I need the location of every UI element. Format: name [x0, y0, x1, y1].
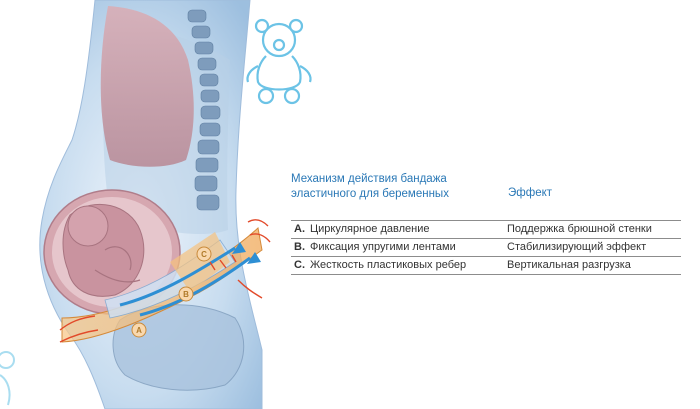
teddy-bear-partial-icon — [0, 351, 15, 406]
row-effect: Поддержка брюшной стенки — [507, 223, 652, 235]
legend-row-a: A. Циркулярное давление Поддержка брюшно… — [291, 220, 681, 238]
row-letter: B. — [294, 241, 305, 253]
legend-row-c: C. Жесткость пластиковых ребер Вертикаль… — [291, 256, 681, 275]
row-effect: Стабилизирующий эффект — [507, 241, 647, 253]
pelvis — [112, 304, 245, 391]
spine — [187, 9, 221, 211]
badge-c: C — [196, 246, 212, 262]
svg-text:A: A — [136, 326, 142, 335]
legend-title-line1: Механизм действия бандажа — [291, 173, 447, 185]
row-letter: C. — [294, 259, 305, 271]
legend-rows: A. Циркулярное давление Поддержка брюшно… — [291, 220, 681, 275]
lung-shape — [100, 6, 194, 167]
svg-text:B: B — [183, 290, 189, 299]
badge-b: B — [178, 286, 194, 302]
row-effect: Вертикальная разгрузка — [507, 259, 631, 271]
uterus-with-fetus — [43, 189, 181, 315]
red-arrows — [59, 219, 271, 343]
row-letter: A. — [294, 223, 305, 235]
row-mechanism: Жесткость пластиковых ребер — [310, 259, 467, 271]
legend-title: Механизм действия бандажа эластичного дл… — [291, 172, 491, 202]
badge-a: A — [131, 322, 147, 338]
effect-header: Эффект — [508, 187, 553, 199]
row-mechanism: Фиксация упругими лентами — [310, 241, 456, 253]
blue-arrows — [119, 246, 251, 317]
legend-row-b: B. Фиксация упругими лентами Стабилизиру… — [291, 238, 681, 256]
blue-arrowhead-2 — [247, 252, 261, 264]
row-mechanism: Циркулярное давление — [310, 223, 430, 235]
blue-arrowhead-1 — [232, 242, 246, 254]
svg-text:C: C — [201, 250, 207, 259]
teddy-bear-icon — [246, 18, 312, 105]
legend-title-line2: эластичного для беременных — [291, 188, 449, 200]
